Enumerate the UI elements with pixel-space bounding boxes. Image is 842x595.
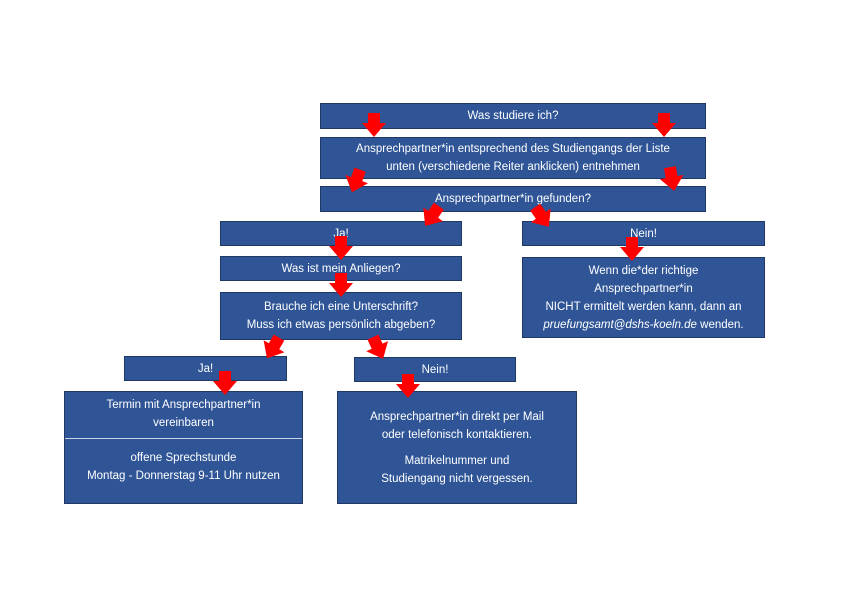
node-label: Termin mit Ansprechpartner*in xyxy=(106,399,261,411)
email-suffix: wenden. xyxy=(696,318,744,331)
node-signature-question: Brauche ich eine Unterschrift? Muss ich … xyxy=(220,292,462,340)
node-label: Nein! xyxy=(630,227,657,240)
node-label: Ansprechpartner*in xyxy=(594,282,693,295)
node-direct-contact: Ansprechpartner*in direkt per Mail oder … xyxy=(337,391,577,504)
node-label: NICHT ermittelt werden kann, dann an xyxy=(545,300,742,313)
node-signature-yes: Ja! xyxy=(124,356,287,381)
node-label: Matrikelnummer und xyxy=(404,454,510,467)
node-label: Ja! xyxy=(333,227,349,240)
node-contact-list: Ansprechpartner*in entsprechend des Stud… xyxy=(320,137,706,179)
node-appointment: Termin mit Ansprechpartner*in vereinbare… xyxy=(64,391,303,504)
node-label: Was ist mein Anliegen? xyxy=(281,262,401,275)
email-address: pruefungsamt@dshs-koeln.de xyxy=(543,318,697,331)
node-found-no: Nein! xyxy=(522,221,765,246)
node-label: Nein! xyxy=(421,363,449,376)
node-not-found-info: Wenn die*der richtige Ansprechpartner*in… xyxy=(522,257,765,338)
node-label: Ansprechpartner*in direkt per Mail xyxy=(370,410,544,423)
node-label: Ansprechpartner*in entsprechend des Stud… xyxy=(356,143,670,155)
node-label: oder telefonisch kontaktieren. xyxy=(381,428,533,441)
node-label: Brauche ich eine Unterschrift? xyxy=(263,301,419,313)
node-contact-found: Ansprechpartner*in gefunden? xyxy=(320,186,706,212)
email-line: pruefungsamt@dshs-koeln.de wenden. xyxy=(543,316,743,334)
node-signature-no: Nein! xyxy=(354,357,516,382)
node-label: Studiengang nicht vergessen. xyxy=(381,472,533,485)
node-what-do-i-study: Was studiere ich? xyxy=(320,103,706,129)
node-found-yes: Ja! xyxy=(220,221,462,246)
node-label: Muss ich etwas persönlich abgeben? xyxy=(246,319,436,331)
node-label: Ja! xyxy=(197,362,214,375)
node-label: Ansprechpartner*in gefunden? xyxy=(434,193,591,205)
node-what-is-my-concern: Was ist mein Anliegen? xyxy=(220,256,462,281)
box-divider xyxy=(65,438,302,439)
node-label: Wenn die*der richtige xyxy=(588,264,699,277)
node-label: vereinbaren xyxy=(153,417,214,429)
node-label: Montag - Donnerstag 9-11 Uhr nutzen xyxy=(87,470,280,482)
node-label: unten (verschiedene Reiter anklicken) en… xyxy=(386,161,640,173)
node-label: Was studiere ich? xyxy=(467,110,559,122)
node-label: offene Sprechstunde xyxy=(130,452,237,464)
